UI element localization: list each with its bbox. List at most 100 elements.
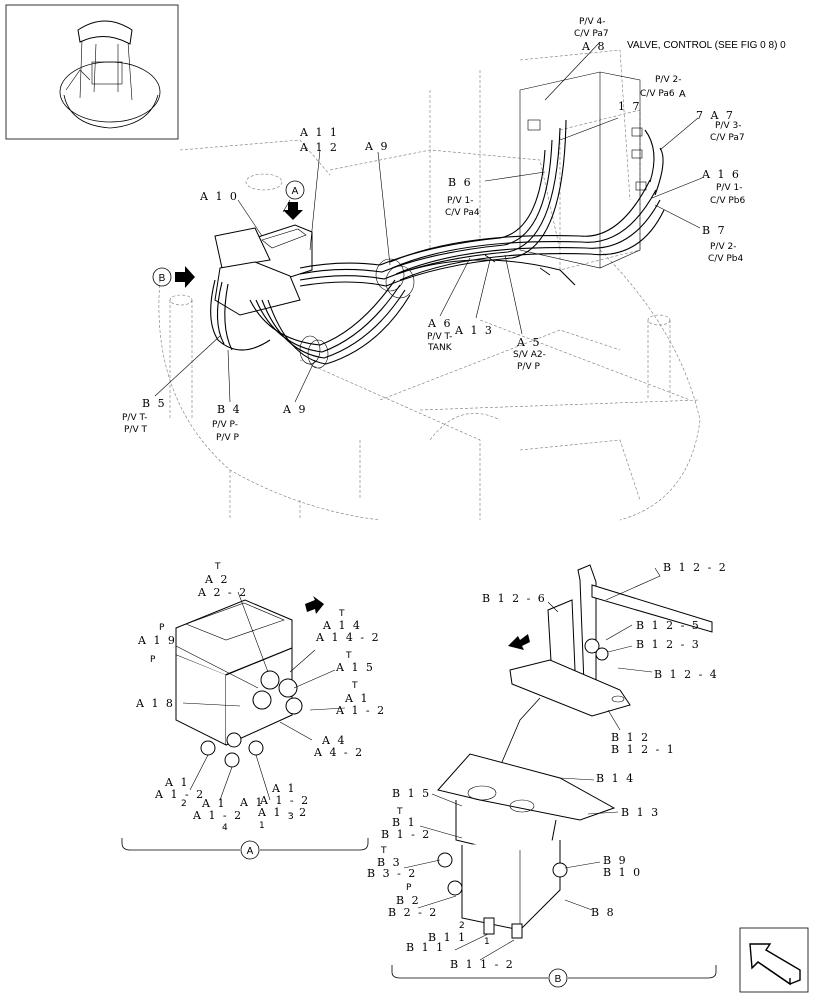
label-b-t-b1: T (396, 807, 403, 817)
navigation-arrow-button[interactable] (739, 927, 809, 993)
label-b11-b: B 1 1 (406, 941, 445, 954)
label-cv-pb6: C/V Pb6 (710, 196, 745, 206)
label-a1-2-br: A 1 - 2 (259, 794, 310, 807)
label-pvp-b4: P/V P- (212, 420, 238, 430)
label-pvt-b5: P/V T- (122, 413, 147, 423)
label-cv-pb4: C/V Pb4 (708, 254, 743, 264)
label-b-port2: 2 (459, 921, 465, 931)
label-pvp2-b4: P/V P (216, 433, 239, 443)
label-a-t-top: T (214, 562, 221, 572)
label-a18: A 1 8 (135, 697, 175, 710)
label-b12-5: B 1 2 - 5 (636, 619, 701, 632)
label-a1-br: A 1 (271, 782, 296, 795)
label-b11-a: B 1 1 (428, 931, 467, 944)
label-b12-2: B 1 2 - 2 (663, 561, 728, 574)
detail-a-drawing (121, 591, 369, 860)
detail-b-labels: B 1 2 - 2 B 1 2 - 6 B 1 2 - 5 B 1 2 - 3 … (367, 561, 728, 985)
label-b1: B 1 (392, 816, 417, 829)
label-a9-top: A 9 (364, 140, 389, 153)
label-b2-2: B 2 - 2 (388, 906, 438, 919)
machine-thumbnail (5, 4, 179, 140)
label-a1-bl: A 1 (164, 776, 189, 789)
label-b9: B 9 (603, 854, 628, 867)
detail-b-drawing (391, 564, 717, 988)
label-a-port3: 3 (288, 812, 294, 822)
label-a1-bm: A 1 (201, 797, 226, 810)
label-pv1-b6: P/V 1- (447, 196, 473, 206)
label-a1-2-x: A 1 - 2 (257, 806, 308, 819)
label-pvt-tank: P/V T- (427, 332, 452, 342)
label-b3: B 3 (377, 856, 402, 869)
label-a-p-lower: P (150, 655, 156, 665)
label-a6: A 6 (427, 317, 452, 330)
label-b12-6: B 1 2 - 6 (482, 592, 547, 605)
label-a16: A 1 6 (701, 168, 741, 181)
label-a14: A 1 4 (322, 619, 362, 632)
label-pv2-b7: P/V 2- (710, 242, 736, 252)
label-a-t-a15: T (345, 651, 352, 661)
leader-lines (154, 41, 703, 403)
label-b12: B 1 2 (611, 731, 650, 744)
pilot-valve-a (214, 224, 313, 316)
label-b4: B 4 (217, 403, 242, 416)
label-sva2: S/V A2- (513, 350, 546, 360)
label-a10: A 1 0 (199, 190, 239, 203)
label-b2: B 2 (396, 894, 421, 907)
main-view-labels: P/V 4- C/V Pa7 A 8 VALVE, CONTROL (SEE F… (122, 17, 786, 443)
callout-a-letter: A (292, 186, 299, 197)
label-b14: B 1 4 (596, 772, 635, 785)
label-a5: A 5 (516, 336, 541, 349)
label-pv4: P/V 4- (579, 17, 605, 27)
label-b11-2: B 1 1 - 2 (450, 958, 515, 971)
label-a1-right: A 1 (344, 692, 369, 705)
label-cv-pa6: C/V Pa6 (640, 89, 675, 99)
label-a-t-a1: T (351, 681, 358, 691)
label-b7: B 7 (702, 224, 727, 237)
label-b-t-b3: T (380, 846, 387, 856)
label-cv-pa7-right: C/V Pa7 (710, 133, 745, 143)
label-a-port2: 2 (181, 799, 187, 809)
detail-a-labels: T A 2 A 2 - 2 P A 1 9 P T A 1 4 A 1 4 - … (135, 562, 386, 857)
label-pv3: P/V 3- (715, 121, 741, 131)
label-cv-pa4: C/V Pa4 (445, 208, 480, 218)
detail-b-letter: B (555, 974, 562, 985)
label-a12: A 1 2 (299, 141, 339, 154)
label-b-p-b2: P (406, 883, 412, 893)
label-a19: A 1 9 (137, 634, 177, 647)
label-a-t-a14: T (338, 609, 345, 619)
label-pvp-a5: P/V P (517, 362, 540, 372)
label-a1-x: A 1 (239, 796, 264, 809)
label-a1-2-right: A 1 - 2 (335, 704, 386, 717)
label-b10: B 1 0 (603, 866, 642, 879)
detail-a-letter: A (247, 846, 254, 857)
label-a8: A 8 (581, 40, 606, 53)
label-tank: TANK (427, 343, 453, 353)
hose-bundle (210, 119, 665, 369)
label-a4: A 4 (321, 734, 346, 747)
label-b1-2: B 1 - 2 (381, 828, 431, 841)
label-a15: A 1 5 (335, 661, 375, 674)
label-17: 1 7 (618, 100, 642, 113)
label-b12-3: B 1 2 - 3 (636, 638, 701, 651)
label-a-big: A (679, 89, 686, 100)
label-a1-2-bl: A 1 - 2 (154, 788, 205, 801)
label-pv1-right: P/V 1- (716, 183, 742, 193)
label-b13: B 1 3 (621, 806, 660, 819)
label-b6: B 6 (448, 176, 473, 189)
label-a-port1: 1 (259, 821, 265, 831)
label-a2-2: A 2 - 2 (197, 586, 248, 599)
label-a11: A 1 1 (299, 126, 339, 139)
label-a4-2: A 4 - 2 (313, 746, 364, 759)
callout-b-letter: B (159, 273, 166, 284)
label-a14-2: A 1 4 - 2 (315, 631, 381, 644)
frame-outline (158, 49, 701, 521)
label-a1-2-bm: A 1 - 2 (192, 809, 243, 822)
label-a13: A 1 3 (454, 324, 494, 337)
label-valve-control: VALVE, CONTROL (SEE FIG 0 8) 0 (627, 40, 786, 51)
label-b12-1: B 1 2 - 1 (611, 743, 676, 756)
label-b5: B 5 (142, 397, 167, 410)
label-b15: B 1 5 (392, 787, 431, 800)
callout-arrow-b: B (152, 266, 195, 288)
label-a-port4: 4 (222, 823, 228, 833)
